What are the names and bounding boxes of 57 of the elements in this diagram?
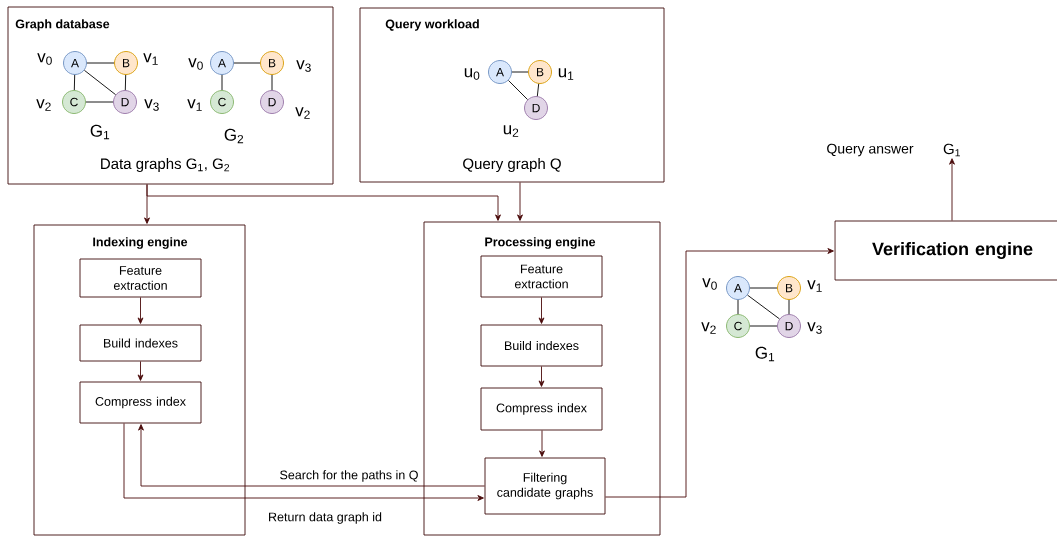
graph-edge [788, 299, 790, 315]
vertex-label: v$_{1}$ [143, 53, 158, 65]
process-box: Build indexes [480, 324, 603, 367]
arrow [137, 361, 144, 381]
vertex-label: v$_{0}$ [37, 53, 52, 65]
vertex-label: v$_{3}$ [807, 322, 822, 334]
arrow [605, 248, 834, 498]
arrow [517, 182, 523, 221]
process-box: Feature extraction [79, 258, 202, 298]
graph-edge [271, 74, 273, 91]
graph-name: G$_{1}$ [755, 346, 775, 362]
arrow [538, 366, 545, 387]
graph-name: G$_{1}$ [90, 124, 110, 140]
process-box: Build indexes [79, 324, 202, 362]
vertex-label: u$_{1}$ [558, 68, 574, 80]
vertex-label: v$_{3}$ [144, 99, 159, 111]
arrow [539, 430, 545, 457]
arrow [123, 423, 484, 501]
graph-edge [124, 74, 127, 91]
answer-label: G$_{1}$ [943, 143, 960, 157]
edge-label: Return data graph id [266, 510, 384, 526]
process-box: Feature extraction [480, 255, 603, 298]
vertex-label: u$_{2}$ [503, 125, 519, 137]
vertex-label: v$_{2}$ [701, 322, 716, 334]
arrow [138, 424, 485, 487]
process-box: Compress index [480, 387, 603, 431]
graph-edge [84, 69, 117, 96]
graph-edge [749, 287, 778, 289]
engine-box: Verification engine [834, 220, 1057, 281]
arrow [538, 297, 545, 324]
arrow [949, 158, 955, 221]
vertex-label: v$_{0}$ [702, 278, 717, 290]
process-box: Compress index [79, 381, 202, 424]
vertex-label: v$_{2}$ [295, 107, 310, 119]
answer-label: Query answer [827, 143, 914, 157]
arrow [146, 184, 501, 221]
graph-edge [747, 294, 780, 320]
graph-edge [508, 80, 528, 100]
graph-edge [221, 74, 223, 91]
vertex-label: v$_{0}$ [188, 58, 203, 70]
vertex-label: u$_{0}$ [464, 68, 480, 80]
graph-edge [233, 62, 261, 64]
graph-name: G$_{2}$ [224, 128, 244, 144]
graph-edge [511, 71, 529, 73]
vertex-label: v$_{3}$ [296, 60, 311, 72]
vertex-label: v$_{1}$ [807, 280, 822, 292]
graph-edge [737, 299, 739, 315]
edge-label: Search for the paths in Q [278, 468, 420, 484]
graph-edge [86, 62, 115, 64]
process-box: Filtering candidate graphs [484, 457, 606, 515]
graph-edge [536, 83, 540, 97]
graph-edge [85, 101, 114, 103]
vertex-label: v$_{1}$ [187, 99, 202, 111]
graph-edge [749, 325, 778, 327]
graph-edge [73, 74, 76, 91]
arrow [137, 297, 144, 324]
vertex-label: v$_{2}$ [36, 99, 51, 111]
